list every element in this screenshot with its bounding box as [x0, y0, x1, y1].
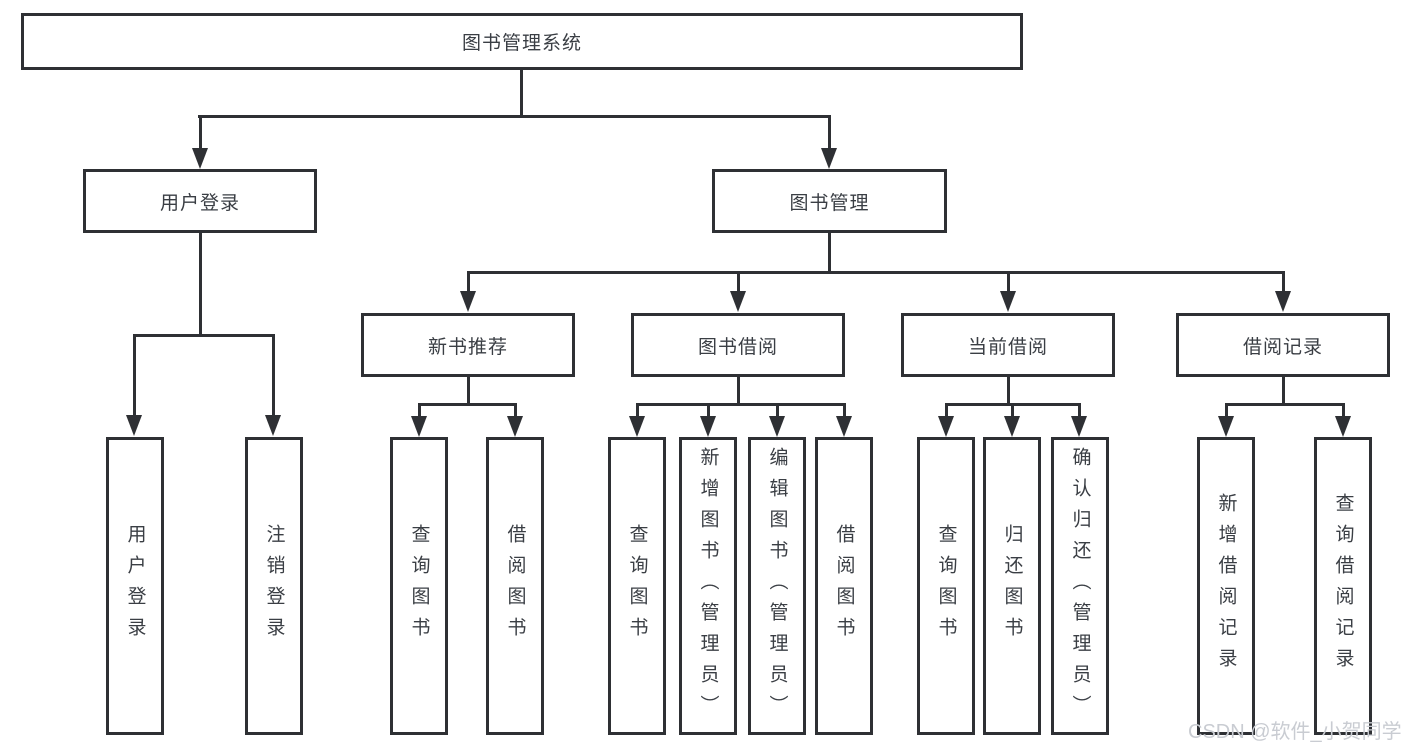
leaf-label: 新增借阅记录 [1215, 493, 1237, 679]
node-user-login: 用户登录 [83, 169, 317, 233]
node-borrow-records: 借阅记录 [1176, 313, 1390, 377]
connector-borrow-stem [737, 377, 740, 406]
node-label: 图书管理 [789, 192, 870, 214]
arrowhead-icon [700, 416, 716, 437]
node-current-borrow: 当前借阅 [901, 313, 1115, 377]
node-label: 当前借阅 [967, 336, 1048, 358]
connector-borrow-bus [636, 403, 845, 406]
connector-arrow-leaf [272, 334, 275, 416]
node-label: 新书推荐 [427, 336, 508, 358]
connector-arrow-leaf [1225, 403, 1228, 417]
leaf-edit-books-admin: 编辑图书（管理员） [748, 437, 806, 735]
node-label: 图书借阅 [697, 336, 778, 358]
connector-root-stem [520, 70, 523, 117]
connector-arrow-level3 [467, 271, 470, 292]
connector-arrow-leaf [776, 403, 779, 417]
arrowhead-icon [1000, 291, 1016, 312]
arrowhead-icon [1004, 416, 1020, 437]
leaf-query-books-current: 查询图书 [917, 437, 975, 735]
connector-level3-bus [467, 271, 1285, 274]
arrowhead-icon [769, 416, 785, 437]
node-root: 图书管理系统 [21, 13, 1023, 70]
connector-recommend-bus [418, 403, 517, 406]
leaf-user-login: 用户登录 [106, 437, 164, 735]
arrowhead-icon [411, 416, 427, 437]
arrowhead-icon [938, 416, 954, 437]
node-root-label: 图书管理系统 [461, 33, 582, 54]
leaf-label: 查询借阅记录 [1332, 493, 1354, 679]
connector-arrow-leaf [843, 403, 846, 417]
leaf-return-books: 归还图书 [983, 437, 1041, 735]
leaf-label: 查询图书 [935, 524, 957, 648]
connector-current-stem [1007, 377, 1010, 406]
connector-arrow-leaf [1342, 403, 1345, 417]
arrowhead-icon [265, 415, 281, 436]
connector-level2-bus [198, 115, 831, 118]
arrowhead-icon [460, 291, 476, 312]
arrowhead-icon [1335, 416, 1351, 437]
connector-arrow-leaf [133, 334, 136, 416]
arrowhead-icon [629, 416, 645, 437]
connector-records-stem [1282, 377, 1285, 406]
leaf-label: 注销登录 [263, 524, 285, 648]
node-book-borrow: 图书借阅 [631, 313, 845, 377]
connector-arrow-leaf [514, 403, 517, 417]
connector-user-login-stem [199, 233, 202, 337]
leaf-borrow-books-recommend: 借阅图书 [486, 437, 544, 735]
connector-arrow-book-mgmt [828, 115, 831, 149]
arrowhead-icon [821, 148, 837, 169]
connector-arrow-leaf [418, 403, 421, 417]
leaf-label: 归还图书 [1001, 524, 1023, 648]
leaf-query-borrow-record: 查询借阅记录 [1314, 437, 1372, 735]
leaf-query-books-borrow: 查询图书 [608, 437, 666, 735]
watermark: CSDN @软件_小贺同学 [1188, 721, 1402, 743]
leaf-add-borrow-record: 新增借阅记录 [1197, 437, 1255, 735]
connector-arrow-leaf [636, 403, 639, 417]
connector-arrow-leaf [1011, 403, 1014, 417]
connector-records-bus [1225, 403, 1345, 406]
arrowhead-icon [1275, 291, 1291, 312]
connector-arrow-level3 [1282, 271, 1285, 292]
arrowhead-icon [1071, 416, 1087, 437]
leaf-query-books-recommend: 查询图书 [390, 437, 448, 735]
arrowhead-icon [192, 148, 208, 169]
leaf-label: 确认归还（管理员） [1069, 446, 1091, 726]
leaf-confirm-return-admin: 确认归还（管理员） [1051, 437, 1109, 735]
leaf-label: 借阅图书 [833, 524, 855, 648]
connector-arrow-leaf [707, 403, 710, 417]
leaf-logout: 注销登录 [245, 437, 303, 735]
leaf-label: 编辑图书（管理员） [766, 446, 788, 726]
leaf-label: 查询图书 [626, 524, 648, 648]
connector-arrow-leaf [1078, 403, 1081, 417]
arrowhead-icon [730, 291, 746, 312]
arrowhead-icon [507, 416, 523, 437]
arrowhead-icon [1218, 416, 1234, 437]
leaf-label: 借阅图书 [504, 524, 526, 648]
leaf-label: 新增图书（管理员） [697, 446, 719, 726]
node-new-book-recommend: 新书推荐 [361, 313, 575, 377]
connector-user-login-bus [133, 334, 275, 337]
node-book-management: 图书管理 [712, 169, 947, 233]
connector-arrow-level3 [1007, 271, 1010, 292]
leaf-label: 查询图书 [408, 524, 430, 648]
connector-arrow-user-login [199, 115, 202, 149]
node-label: 借阅记录 [1242, 336, 1323, 358]
connector-recommend-stem [467, 377, 470, 406]
arrowhead-icon [836, 416, 852, 437]
connector-arrow-leaf [945, 403, 948, 417]
leaf-borrow-books: 借阅图书 [815, 437, 873, 735]
connector-arrow-level3 [737, 271, 740, 292]
arrowhead-icon [126, 415, 142, 436]
connector-book-mgmt-stem [828, 233, 831, 274]
leaf-add-books-admin: 新增图书（管理员） [679, 437, 737, 735]
node-label: 用户登录 [159, 192, 240, 214]
leaf-label: 用户登录 [124, 524, 146, 648]
